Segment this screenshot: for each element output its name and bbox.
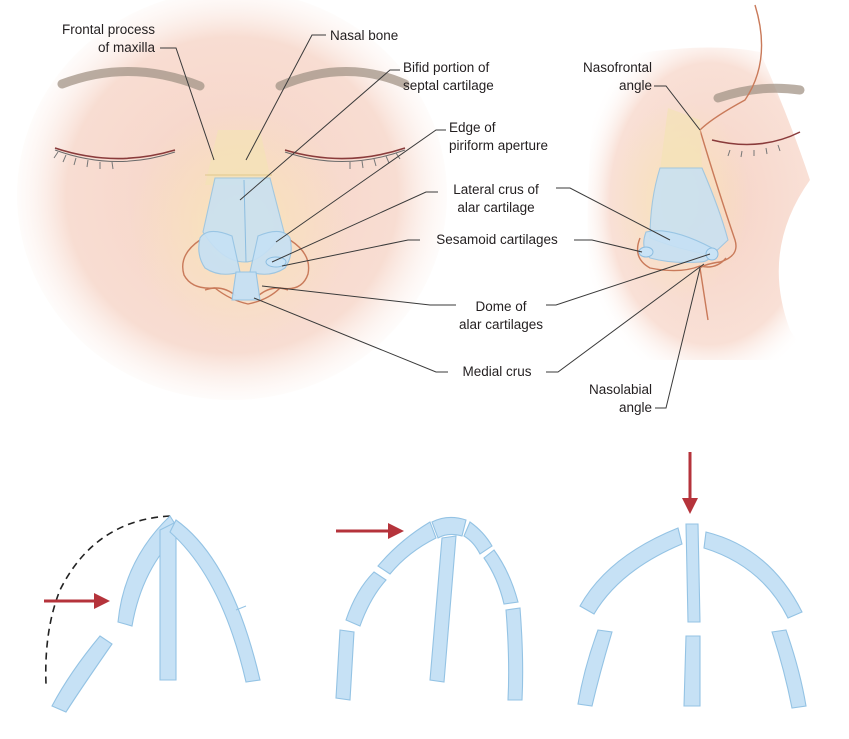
label-nasofrontal-line1: Nasofrontal — [583, 60, 652, 75]
panel2-left-segment-2 — [345, 571, 387, 627]
leader-lines — [160, 34, 711, 409]
panel2-septum — [429, 535, 457, 683]
right-eye — [284, 147, 406, 169]
leader-dome-front — [261, 285, 456, 306]
panel2-right-segment-1 — [463, 521, 493, 555]
side-nasal-bone — [660, 108, 702, 170]
leader-nasolabial — [655, 267, 701, 409]
label-lateral-crus-line1: Lateral crus of — [453, 182, 539, 197]
leader-sesamoid-side — [574, 239, 643, 253]
left-eye — [53, 147, 176, 170]
side-eyebrow — [713, 83, 805, 103]
panel2-right-segment-2 — [483, 549, 519, 605]
panel1-dashed-original-contour — [44, 515, 171, 685]
side-ala-outline — [636, 237, 727, 272]
side-face-view — [587, 4, 810, 360]
panel2-right-segment-3 — [505, 607, 524, 701]
leader-nasal-bone — [245, 34, 326, 161]
panel1-septum — [159, 521, 177, 681]
side-dome — [705, 247, 719, 261]
panel3-left-lower — [577, 629, 613, 707]
label-bifid-line2: septal cartilage — [403, 78, 494, 93]
side-profile-line — [699, 4, 763, 321]
leader-bifid — [239, 69, 400, 201]
leader-frontal-process — [160, 47, 215, 161]
right-eyebrow — [275, 67, 410, 91]
leader-medial-crus-front — [253, 297, 448, 373]
label-sesamoid: Sesamoid cartilages — [436, 232, 558, 247]
fracture-panel-3 — [577, 452, 807, 709]
label-edge-line2: piriform aperture — [449, 138, 548, 153]
panel1-left-lower-segment — [51, 635, 113, 713]
front-nasal-bone — [205, 130, 272, 185]
side-eye — [711, 131, 801, 158]
panel2-left-segment-1 — [335, 629, 355, 701]
panel2-force-arrow — [336, 523, 404, 539]
label-frontal-process-line2: of maxilla — [98, 40, 156, 55]
label-frontal-process-line1: Frontal process — [62, 22, 155, 37]
labels: Frontal process of maxilla Nasal bone Bi… — [62, 22, 652, 415]
label-dome-line2: alar cartilages — [459, 317, 543, 332]
label-lateral-crus-line2: alar cartilage — [457, 200, 534, 215]
leader-sesamoid-front — [281, 239, 420, 267]
leader-nasofrontal — [654, 85, 701, 131]
panel3-septum-upper — [685, 523, 701, 623]
label-edge-line1: Edge of — [449, 120, 496, 135]
leader-lateral-crus-front — [271, 191, 438, 263]
leader-lateral-crus-side — [556, 187, 671, 241]
label-dome-line1: Dome of — [475, 299, 526, 314]
panel3-right-lower — [771, 629, 807, 709]
label-nasofrontal-line2: angle — [619, 78, 652, 93]
front-medial-crus — [231, 271, 261, 301]
leader-medial-crus-side — [546, 263, 705, 373]
label-nasal-bone: Nasal bone — [330, 28, 398, 43]
fracture-panel-1 — [44, 515, 261, 713]
panel2-left-segment-3 — [377, 521, 437, 575]
label-nasolabial-line1: Nasolabial — [589, 382, 652, 397]
label-bifid-line1: Bifid portion of — [403, 60, 490, 75]
leader-dome-side — [546, 253, 711, 306]
panel3-right-arc — [703, 531, 803, 619]
fracture-panel-2 — [335, 516, 524, 701]
panel3-force-arrow — [682, 452, 698, 514]
panel1-right-segment — [169, 519, 261, 683]
front-lateral-crus-left — [198, 230, 241, 275]
panel3-septum-lower — [683, 635, 701, 707]
left-eyebrow — [57, 67, 205, 91]
front-nostril-right — [257, 287, 289, 297]
panel3-left-arc — [579, 527, 683, 615]
side-sesamoid-cartilage — [638, 246, 654, 258]
panel1-force-arrow — [44, 593, 110, 609]
leader-edge-piriform — [275, 129, 446, 243]
front-nose-outline — [182, 239, 310, 305]
label-medial-crus: Medial crus — [462, 364, 531, 379]
front-sesamoid-cartilage — [265, 256, 287, 268]
panel2-dome-segment — [431, 516, 467, 539]
front-face-view — [17, 0, 447, 400]
label-nasolabial-line2: angle — [619, 400, 652, 415]
